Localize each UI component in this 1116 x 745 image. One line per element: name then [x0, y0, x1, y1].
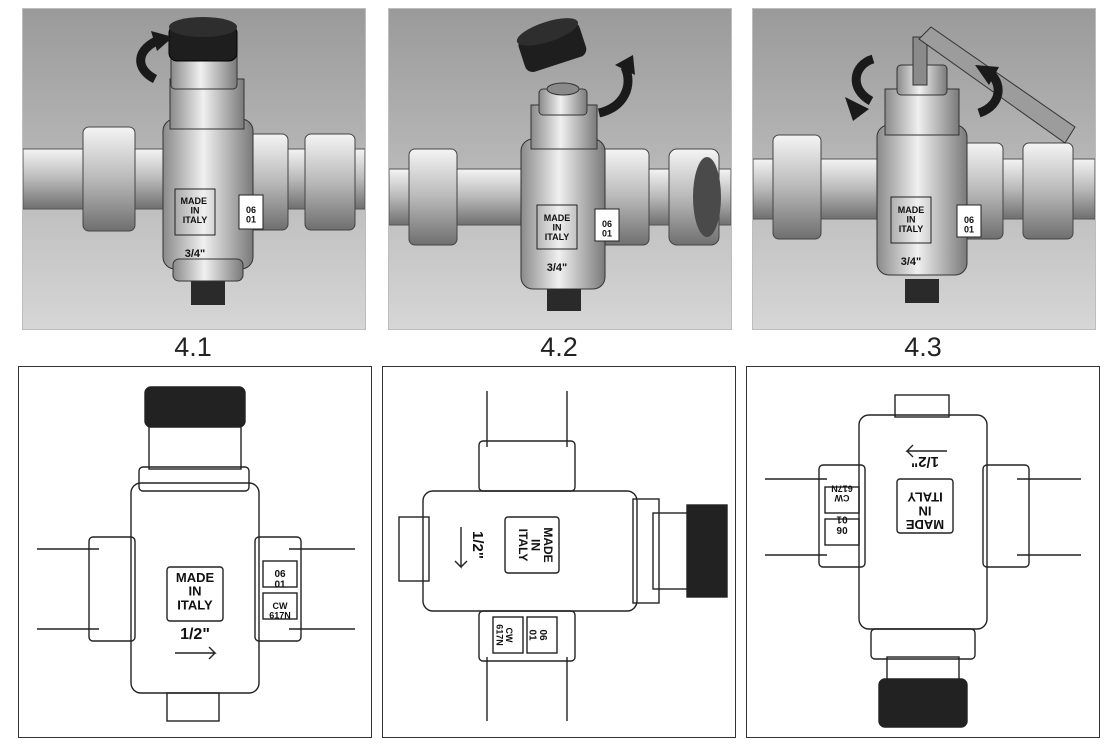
date-code: 0601: [836, 514, 848, 536]
size-marking: 3/4": [185, 248, 206, 260]
body-marking: MADEINITALY: [516, 527, 555, 562]
date-code: 0601: [527, 629, 549, 641]
step-caption-4-3: 4.3: [904, 332, 942, 362]
size-marking: 3/4": [547, 262, 568, 274]
rotate-arrow-icon: [136, 31, 173, 84]
rotate-arrow-icon: [845, 54, 875, 121]
body-marking: MADEINITALY: [906, 490, 945, 532]
top-view-drawing: MADEINITALY 1/2" CW617N 0601: [382, 366, 736, 738]
size-marking: 1/2": [469, 531, 486, 559]
alloy-code: CW617N: [495, 624, 514, 646]
size-marking: 1/2": [911, 453, 939, 470]
rear-view-drawing: MADEINITALY 1/2" CW617N 0601: [746, 366, 1100, 738]
size-marking: 1/2": [180, 626, 210, 643]
alloy-code: CW617N: [831, 484, 853, 503]
rotate-arrow-icon: [975, 65, 1003, 118]
step-caption-4-2: 4.2: [540, 332, 578, 362]
rotate-arrow-icon: [597, 55, 635, 118]
size-marking: 3/4": [901, 256, 922, 268]
step-caption-4-1: 4.1: [174, 332, 212, 362]
